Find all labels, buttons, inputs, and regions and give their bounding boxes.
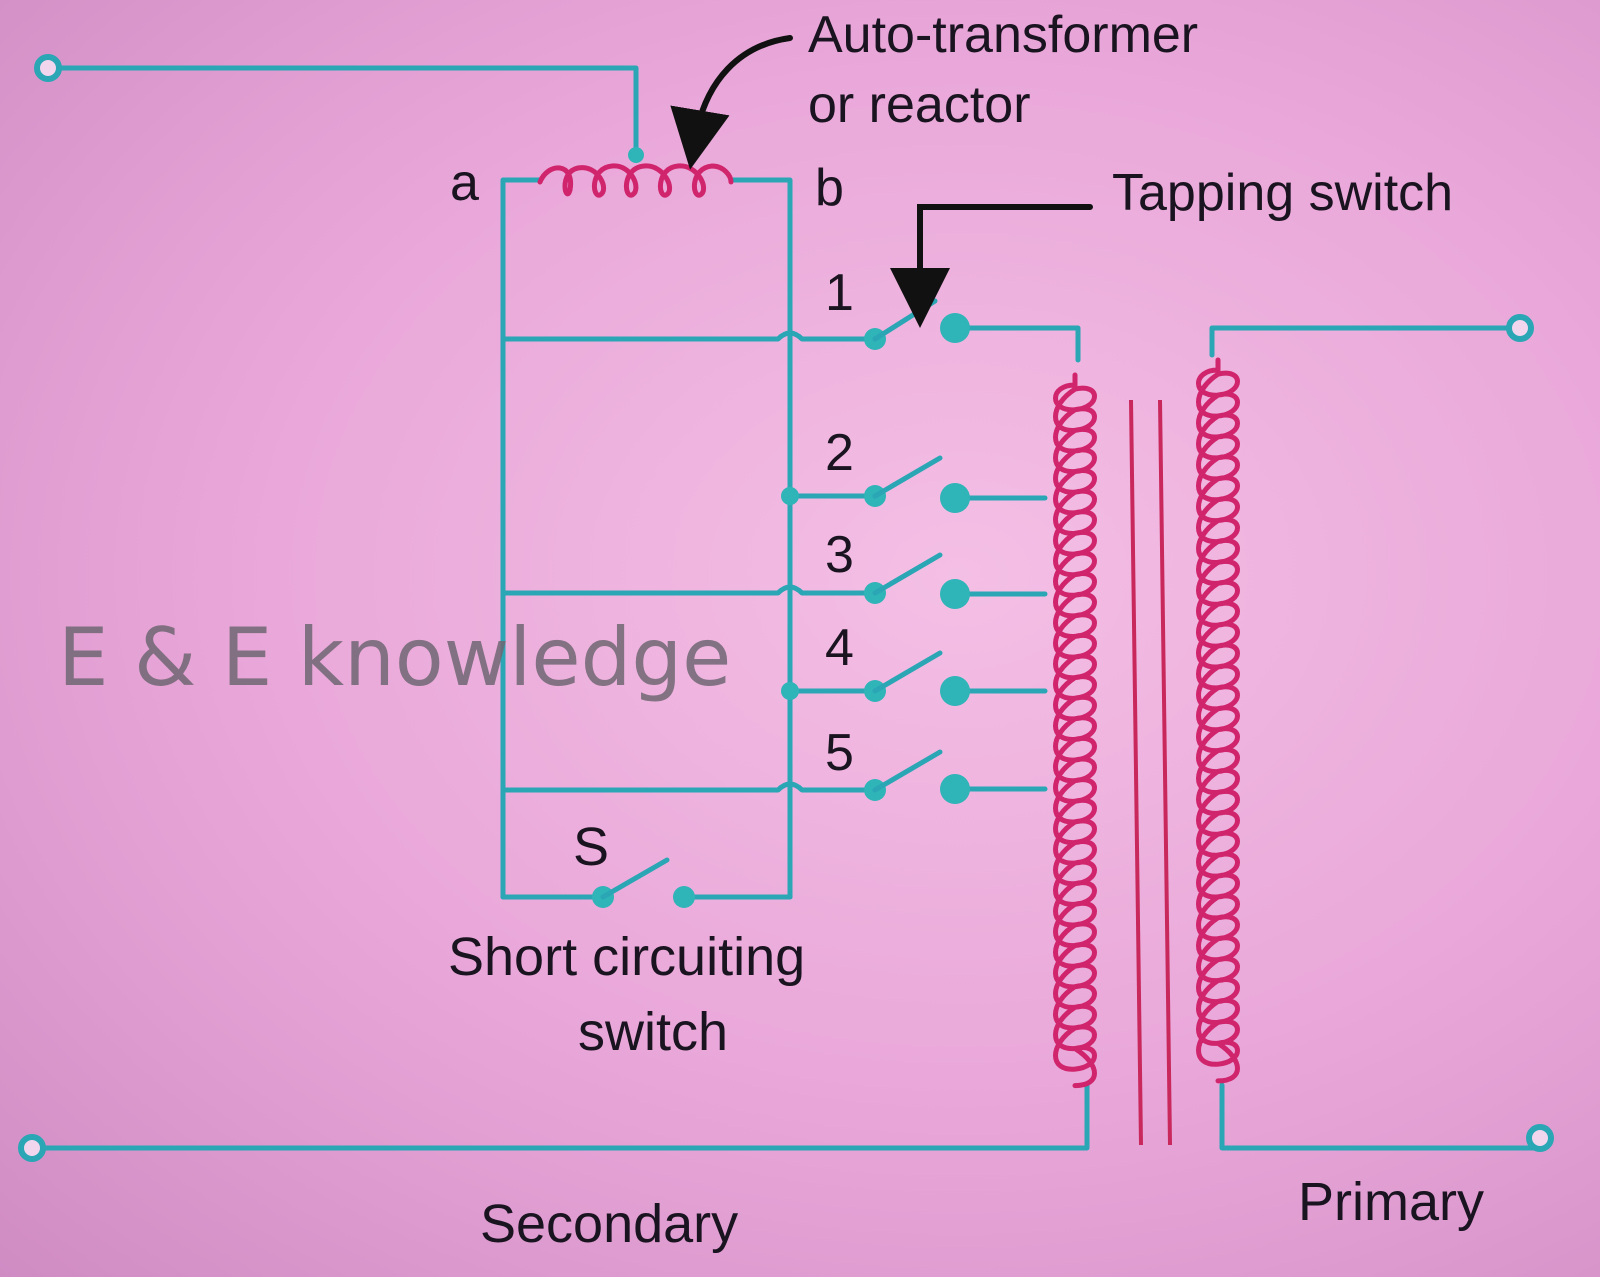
secondary-top-terminal — [34, 54, 62, 82]
tap-5-label: 5 — [825, 724, 854, 782]
secondary-lead-wire — [29, 1082, 1090, 1151]
transformer-windings — [1053, 357, 1240, 1089]
tap-1-coil-wire — [952, 325, 1081, 363]
tap-2-label: 2 — [825, 424, 854, 482]
tap-3-label: 3 — [825, 526, 854, 584]
secondary-label: Secondary — [480, 1194, 738, 1254]
tapping-switch-pointer-arrow — [890, 204, 1093, 328]
short-circuiting-label-line1: Short circuiting — [448, 927, 805, 987]
secondary-bottom-terminal — [18, 1134, 46, 1162]
tap-switch-1 — [864, 298, 970, 350]
secondary-winding-coil — [1053, 372, 1097, 1089]
tap-4-junction-dot — [781, 682, 799, 700]
right-bus-wire — [728, 177, 793, 900]
tap-2-junction-dot — [781, 487, 799, 505]
tap-5-feed-wire — [500, 781, 878, 793]
primary-bottom-lead-wire — [1219, 1082, 1543, 1151]
primary-bottom-terminal — [1526, 1124, 1554, 1152]
watermark-text: E & E knowledge — [58, 611, 731, 704]
tap-3-feed-wire — [500, 584, 878, 596]
tap-4-label: 4 — [825, 619, 854, 677]
tap-1-feed-wire — [500, 330, 878, 342]
primary-top-terminal — [1506, 314, 1534, 342]
tap-switch-5 — [864, 749, 970, 804]
end-a-label: a — [450, 154, 479, 212]
end-b-label: b — [815, 159, 844, 217]
left-bus-wire — [500, 177, 543, 900]
tap-switch-2 — [864, 455, 970, 513]
tap-switch-4 — [864, 650, 970, 706]
short-circuiting-switch — [592, 857, 695, 908]
tap-switch-3 — [864, 552, 970, 609]
reactor-label-line2: or reactor — [808, 76, 1031, 134]
reactor-label-line1: Auto-transformer — [808, 6, 1198, 64]
terminals — [18, 54, 1554, 1162]
reactor-pointer-arrow — [670, 35, 793, 170]
short-circuiting-label-line2: switch — [578, 1002, 728, 1062]
primary-top-lead-wire — [1209, 325, 1523, 358]
tap-switches — [864, 298, 970, 804]
primary-winding-coil — [1196, 357, 1240, 1084]
junction-dots — [628, 147, 799, 700]
transformer-core — [1129, 399, 1172, 1146]
auto-transformer-coil — [537, 163, 734, 198]
reactor-centre-tap-dot — [628, 147, 644, 163]
primary-label: Primary — [1298, 1172, 1484, 1232]
top-left-lead-wire — [45, 65, 639, 158]
annotation-arrows — [670, 35, 1093, 328]
tap-1-label: 1 — [825, 264, 854, 322]
switch-s-label: S — [573, 817, 609, 877]
tapping-switch-label: Tapping switch — [1112, 164, 1453, 222]
